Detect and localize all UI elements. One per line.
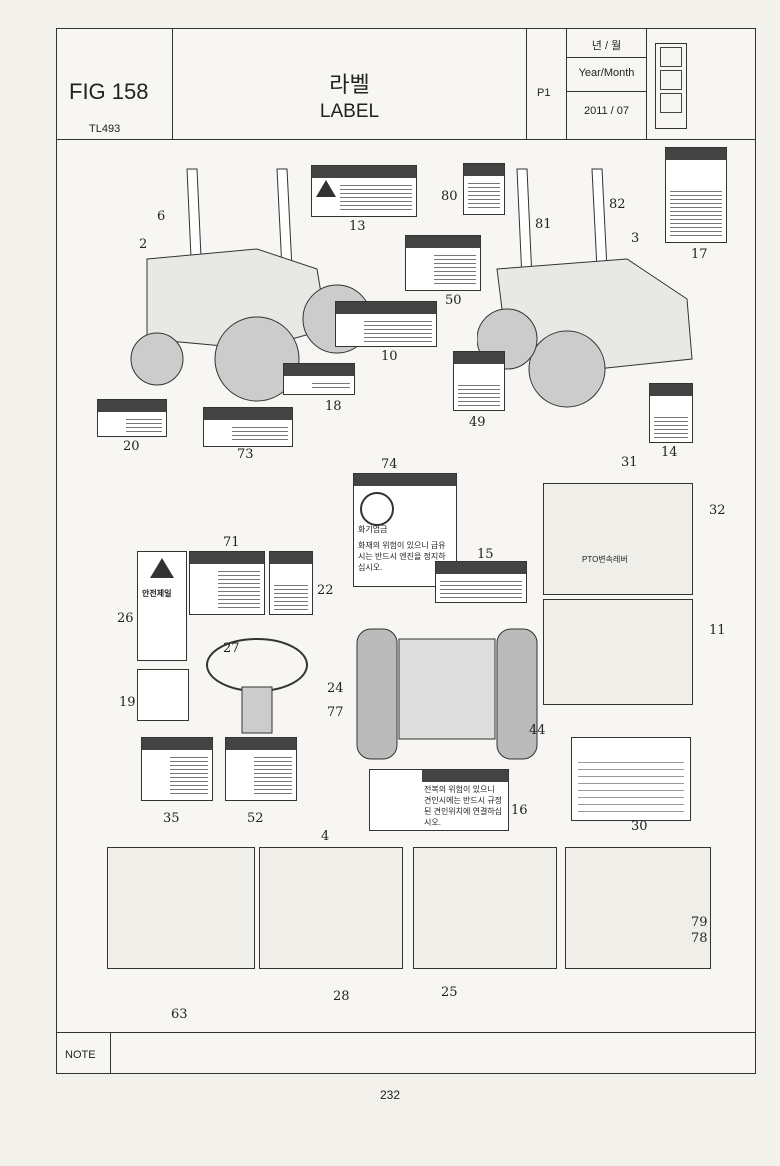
callout-30: 30 bbox=[631, 819, 648, 834]
label-19 bbox=[137, 669, 189, 721]
callout-16: 16 bbox=[511, 803, 528, 818]
date-value: 2011 / 07 bbox=[583, 105, 630, 117]
callout-79: 79 bbox=[691, 915, 708, 930]
callout-74: 74 bbox=[381, 457, 398, 472]
note-label: NOTE bbox=[57, 1033, 111, 1073]
model-code: TL493 bbox=[89, 123, 121, 135]
callout-13: 13 bbox=[349, 219, 366, 234]
callout-19: 19 bbox=[119, 695, 136, 710]
label-16-text: 전복의 위험이 있으니 견인시에는 반드시 규정된 견인위치에 연결하십시오. bbox=[424, 785, 503, 827]
detail-panel-25 bbox=[413, 847, 557, 969]
callout-18: 18 bbox=[325, 399, 342, 414]
steering-wheel-illustration bbox=[206, 638, 308, 734]
callout-25: 25 bbox=[441, 985, 458, 1000]
callout-73: 73 bbox=[237, 447, 254, 462]
label-26-title: 안전제일 bbox=[142, 589, 172, 598]
date-cell: 년 / 월 Year/Month 2011 / 07 bbox=[567, 29, 647, 139]
title-cell: 라벨 LABEL bbox=[173, 29, 527, 139]
note-row: NOTE bbox=[57, 1032, 755, 1073]
fig-cell: FIG 158 TL493 bbox=[57, 29, 173, 139]
callout-63: 63 bbox=[171, 1007, 188, 1022]
callout-27: 27 bbox=[223, 641, 240, 656]
date-label-english: Year/Month bbox=[578, 67, 635, 79]
callout-80: 80 bbox=[441, 189, 458, 204]
label-74-caption: 화기엄금 bbox=[358, 525, 388, 534]
label-73 bbox=[203, 407, 293, 447]
pto-lever-panel: PTO변속레버 bbox=[543, 483, 693, 595]
nameplate-30 bbox=[571, 737, 691, 821]
label-74-text: 화재의 위험이 있으니 급유시는 반드시 엔진을 정지하십시오. bbox=[358, 541, 446, 572]
callout-44: 44 bbox=[529, 723, 546, 738]
callout-49: 49 bbox=[469, 415, 486, 430]
label-80 bbox=[463, 163, 505, 215]
callout-20: 20 bbox=[123, 439, 140, 454]
label-16: 전복의 위험이 있으니 견인시에는 반드시 규정된 견인위치에 연결하십시오. bbox=[369, 769, 509, 831]
callout-78: 78 bbox=[691, 931, 708, 946]
callout-10: 10 bbox=[381, 349, 398, 364]
logo-cell bbox=[647, 29, 757, 139]
label-26: 안전제일 bbox=[137, 551, 187, 661]
callout-26: 26 bbox=[117, 611, 134, 626]
callout-3: 3 bbox=[631, 231, 640, 246]
pto-lever-text: PTO변속레버 bbox=[582, 555, 628, 564]
callout-14: 14 bbox=[661, 445, 678, 460]
no-fire-icon bbox=[360, 492, 394, 526]
page-code: P1 bbox=[537, 87, 551, 99]
title-english: LABEL bbox=[319, 101, 380, 122]
callout-11: 11 bbox=[709, 623, 726, 638]
callout-35: 35 bbox=[163, 811, 180, 826]
label-71 bbox=[189, 551, 265, 615]
title-block: FIG 158 TL493 라벨 LABEL P1 년 / 월 Year/Mon… bbox=[57, 29, 755, 140]
callout-77: 77 bbox=[327, 705, 344, 720]
callout-4: 4 bbox=[321, 829, 330, 844]
callout-17: 17 bbox=[691, 247, 708, 262]
label-52 bbox=[225, 737, 297, 801]
date-label-korean: 년 / 월 bbox=[591, 40, 622, 52]
tractor-rear-illustration bbox=[356, 628, 538, 760]
page-number: 232 bbox=[379, 1088, 401, 1102]
label-17 bbox=[665, 147, 727, 243]
label-20 bbox=[97, 399, 167, 437]
label-13 bbox=[311, 165, 417, 217]
fig-number: FIG 158 bbox=[69, 79, 149, 104]
label-10 bbox=[335, 301, 437, 347]
detail-panel-28 bbox=[259, 847, 403, 969]
label-49 bbox=[453, 351, 505, 411]
page-code-cell: P1 bbox=[527, 29, 567, 139]
label-35 bbox=[141, 737, 213, 801]
callout-22: 22 bbox=[317, 583, 334, 598]
title-korean: 라벨 bbox=[329, 73, 370, 98]
detail-panel-79-78 bbox=[565, 847, 711, 969]
callout-15: 15 bbox=[477, 547, 494, 562]
detail-panel-63 bbox=[107, 847, 255, 969]
drawing-sheet: FIG 158 TL493 라벨 LABEL P1 년 / 월 Year/Mon… bbox=[56, 28, 756, 1074]
callout-32: 32 bbox=[709, 503, 726, 518]
label-50 bbox=[405, 235, 481, 291]
callout-6: 6 bbox=[157, 209, 166, 224]
label-18 bbox=[283, 363, 355, 395]
callout-24: 24 bbox=[327, 681, 344, 696]
callout-31: 31 bbox=[621, 455, 638, 470]
detail-panel-11 bbox=[543, 599, 693, 705]
label-15 bbox=[435, 561, 527, 603]
callout-82: 82 bbox=[609, 197, 626, 212]
callout-2: 2 bbox=[139, 237, 148, 252]
company-logo-icon bbox=[655, 43, 687, 129]
label-14 bbox=[649, 383, 693, 443]
callout-52: 52 bbox=[247, 811, 264, 826]
callout-81: 81 bbox=[535, 217, 552, 232]
callout-71: 71 bbox=[223, 535, 240, 550]
callout-28: 28 bbox=[333, 989, 350, 1004]
callout-50: 50 bbox=[445, 293, 462, 308]
label-22 bbox=[269, 551, 313, 615]
